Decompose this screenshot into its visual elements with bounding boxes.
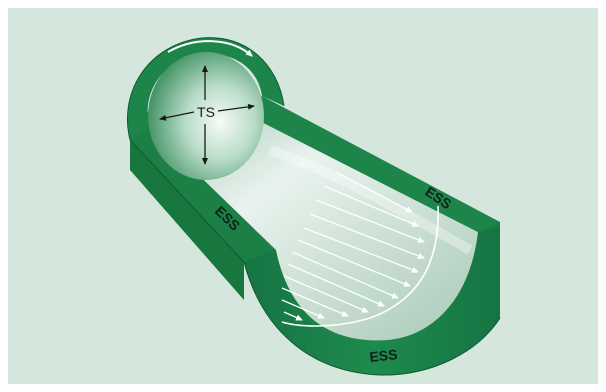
ess-label-bottom: ESS xyxy=(369,346,399,365)
ts-label: TS xyxy=(197,104,215,120)
